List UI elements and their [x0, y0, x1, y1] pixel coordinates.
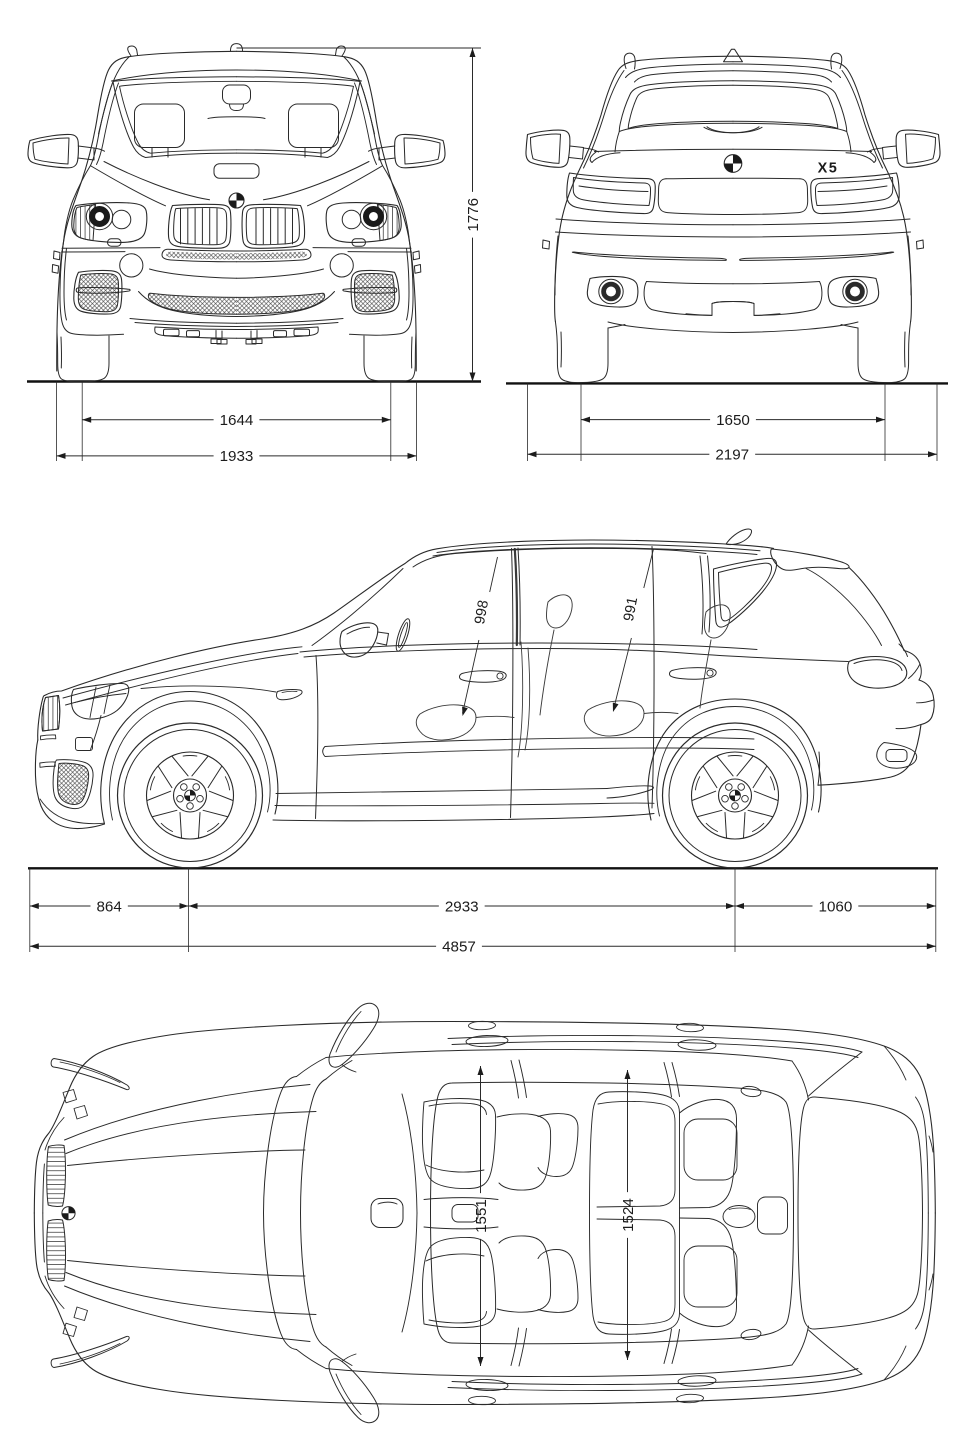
svg-text:1776: 1776 [465, 198, 482, 232]
svg-text:1650: 1650 [716, 412, 750, 429]
svg-text:991: 991 [621, 596, 641, 623]
svg-text:2933: 2933 [445, 898, 479, 915]
svg-text:X5: X5 [818, 161, 839, 177]
svg-text:4857: 4857 [442, 939, 476, 956]
svg-text:2197: 2197 [715, 447, 749, 464]
svg-text:1060: 1060 [819, 898, 853, 915]
svg-text:1933: 1933 [220, 448, 254, 465]
svg-text:1524: 1524 [620, 1198, 637, 1232]
svg-text:998: 998 [472, 599, 492, 626]
svg-text:864: 864 [96, 898, 121, 915]
svg-text:1644: 1644 [220, 412, 254, 429]
svg-text:1551: 1551 [473, 1199, 490, 1233]
